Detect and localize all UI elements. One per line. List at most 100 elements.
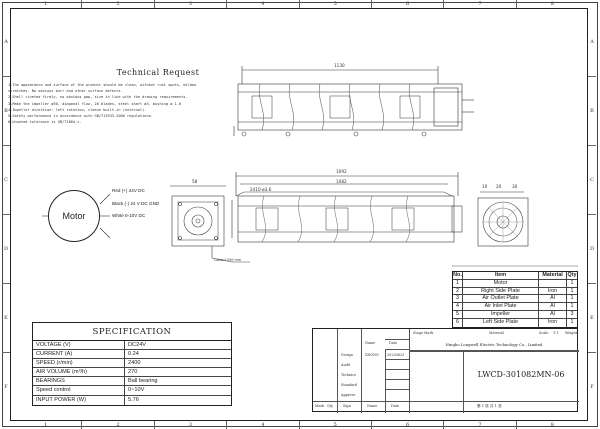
bom-qty: 1 xyxy=(570,318,574,325)
zone-label: 5 xyxy=(298,421,371,429)
motor-label: Motor xyxy=(62,211,86,221)
bom-item: Air Outlet Plate xyxy=(463,295,539,303)
spec-value: 0~10V xyxy=(128,387,145,394)
dimension-label: 20 xyxy=(496,184,502,189)
spec-row: INPUT POWER (W)5.76 xyxy=(33,395,231,405)
zone-label: E xyxy=(2,283,10,352)
zone-label: D xyxy=(588,214,596,283)
stage-mark-label: Stage Mark xyxy=(413,331,434,335)
zone-label: 6 xyxy=(370,0,443,8)
zone-label: 4 xyxy=(226,421,298,429)
spec-value: DC24V xyxy=(128,342,147,348)
tech-item: scratches. No obvious burr and other sur… xyxy=(8,89,123,94)
spec-key: BEARINGS xyxy=(33,377,125,386)
bom-item: Impeller xyxy=(463,310,539,318)
wire-white: White 0-10V DC xyxy=(112,213,146,218)
spec-key: Speed control xyxy=(33,386,125,395)
tech-item: 2.Shell riveted firmly, no obvious gap, … xyxy=(8,95,188,100)
name-column-label: Name xyxy=(365,341,376,345)
spec-key: SPEED (r/min) xyxy=(33,359,125,368)
wire-red: Red (+) 24V DC xyxy=(112,188,145,193)
bom-qty: 1 xyxy=(570,279,574,286)
spec-row: VOLTAGE (V)DC24V xyxy=(33,341,231,351)
tech-item: 4.Impeller direction: left rotation, sle… xyxy=(8,107,147,112)
standard-label: Standard xyxy=(341,383,357,387)
bom-qty: 1 xyxy=(570,295,574,302)
zone-label: 8 xyxy=(515,0,588,8)
title-block: Stage Mark Material Scale 1:1 Weight Nam… xyxy=(312,328,579,413)
zone-label: C xyxy=(2,145,10,214)
dimension-label: 1092 xyxy=(336,169,347,174)
bom-header-material: Material xyxy=(539,272,567,279)
bom-item: Right Side Plate xyxy=(463,287,539,295)
zone-label: 7 xyxy=(443,421,515,429)
weight-label: Weight xyxy=(565,331,578,335)
zone-label: 2 xyxy=(81,0,153,8)
zone-label: 8 xyxy=(515,421,588,429)
zone-label: F xyxy=(2,352,10,421)
design-label: Design xyxy=(341,353,353,357)
bom-material xyxy=(539,279,567,287)
spec-key: VOLTAGE (V) xyxy=(33,341,125,350)
foot-qty: Qty xyxy=(327,404,334,408)
zone-ruler-bottom: 1 2 3 4 5 6 7 8 xyxy=(10,421,588,429)
spec-value: 0.24 xyxy=(128,351,139,358)
zone-ruler-left: A B C D E F xyxy=(2,8,10,421)
zone-label: D xyxy=(2,214,10,283)
inner-frame xyxy=(10,8,588,421)
zone-label: E xyxy=(588,283,596,352)
design-date: 20230823 xyxy=(387,353,405,357)
zone-label: F xyxy=(588,352,596,421)
technical-request-list: 1.The appearance and surface of the prod… xyxy=(8,82,248,125)
foot-date: Date xyxy=(391,404,400,408)
spec-value: Ball bearing xyxy=(128,378,158,385)
bom-header-qty: Qty xyxy=(567,272,577,278)
dimension-label: 2410-ø3.6 xyxy=(250,187,272,192)
dimension-label: 30 xyxy=(512,184,518,189)
dimension-label: 58 xyxy=(192,179,198,184)
spec-value: 5.76 xyxy=(128,396,139,403)
bom-material: Iron xyxy=(539,287,567,295)
bom-qty: 1 xyxy=(570,287,574,294)
bom-item: Motor xyxy=(463,279,539,287)
zone-label: 4 xyxy=(226,0,298,8)
fan-end-view-right xyxy=(477,197,529,247)
zone-label: 7 xyxy=(443,0,515,8)
audit-label: Audit xyxy=(341,363,351,367)
spec-row: CURRENT (A)0.24 xyxy=(33,350,231,360)
bom-item: Left Side Plate xyxy=(463,318,539,327)
material-label: Material xyxy=(489,331,504,335)
dimension-label: 1082 xyxy=(336,179,347,184)
zone-label: B xyxy=(2,76,10,145)
fan-side-view-left xyxy=(171,195,225,247)
foot-name: Name xyxy=(367,404,378,408)
bom-no: 3 xyxy=(453,295,463,303)
motor-end-top-view xyxy=(433,87,459,127)
foot-sign: Sign xyxy=(343,404,351,408)
tech-item: 3.Make the impeller ø30, diagonal flow, … xyxy=(8,101,182,106)
bom-header: No. Item Material Qty xyxy=(453,272,577,280)
bom-material: Al xyxy=(539,295,567,303)
zone-ruler-top: 1 2 3 4 5 6 7 8 xyxy=(10,0,588,8)
bom-no: 5 xyxy=(453,310,463,318)
zone-label: 2 xyxy=(81,421,153,429)
technical-request-title: Technical Request xyxy=(116,68,200,77)
bom-qty: 1 xyxy=(570,303,574,310)
bom-no: 1 xyxy=(453,279,463,287)
zone-label: B xyxy=(588,76,596,145)
wire-black: Black (-) 24 V DC GND xyxy=(112,201,160,206)
dimension-label: 1130 xyxy=(334,63,345,68)
zone-label: 3 xyxy=(153,421,226,429)
specification-table: SPECIFICATION VOLTAGE (V)DC24V CURRENT (… xyxy=(32,322,232,406)
drawing-model-number: LWCD-301082MN-06 xyxy=(477,370,565,379)
bom-header-no: No. xyxy=(453,272,463,279)
bom-qty: 3 xyxy=(570,310,574,317)
